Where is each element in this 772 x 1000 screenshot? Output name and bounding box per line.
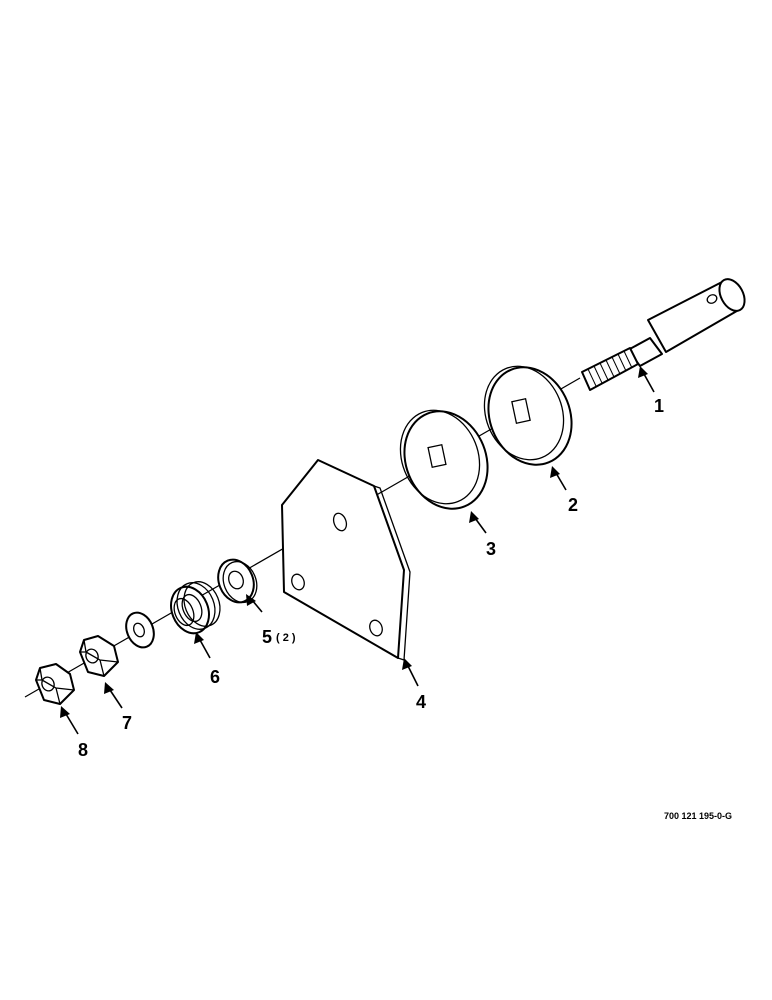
part-4-mounting-plate (281, 459, 411, 661)
callout-arrow-8 (60, 706, 79, 735)
callout-arrow-1 (638, 366, 655, 393)
callout-arrow-2 (550, 466, 567, 491)
part-3-washer (399, 409, 489, 510)
callout-arrow-5 (246, 594, 263, 613)
callout-label-5: 5 (262, 627, 272, 647)
callout-label-1: 1 (654, 396, 664, 416)
callout-arrow-6 (194, 632, 211, 659)
callout-quantity-5: ( 2 ) (276, 632, 296, 644)
callout-arrow-3 (469, 511, 487, 534)
part-7-washer (125, 611, 155, 649)
callout-label-3: 3 (486, 539, 496, 559)
part-5-small-washer (217, 558, 258, 604)
part-2-large-washer (483, 365, 573, 466)
callout-arrow-7 (104, 682, 123, 709)
reference-code: 700 121 195-0-G (664, 811, 732, 821)
callout-label-6: 6 (210, 667, 220, 687)
part-1-threaded-shaft (581, 278, 746, 391)
part-6-spring (170, 581, 221, 635)
callout-arrow-4 (402, 658, 419, 687)
part-8-hex-nut (35, 663, 75, 705)
callout-label-7: 7 (122, 713, 132, 733)
callout-label-4: 4 (416, 692, 426, 712)
callout-label-2: 2 (568, 495, 578, 515)
callout-label-8: 8 (78, 740, 88, 760)
part-7-hex-nut (79, 635, 119, 677)
